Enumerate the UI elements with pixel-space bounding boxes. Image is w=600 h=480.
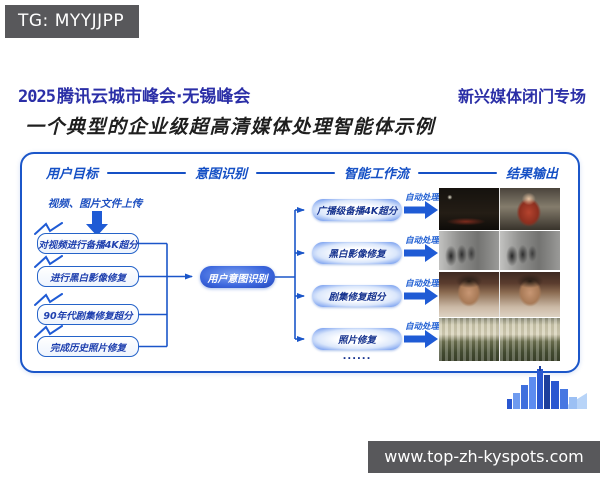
goal-box-drama-restore: 90年代剧集修复超分 <box>34 293 139 325</box>
result-image-bw-street <box>439 231 560 270</box>
goal-label: 90年代剧集修复超分 <box>43 310 133 322</box>
workflow-broadcast-4k: 广播级备播4K超分 <box>312 199 402 221</box>
zigzag-mark-icon <box>34 255 63 268</box>
event-year: 2025 <box>18 87 56 107</box>
auto-process-label: 自动处理 <box>404 236 439 246</box>
event-name: 腾讯云城市峰会·无锡峰会 <box>56 87 251 107</box>
result-image-old-photo <box>439 318 560 361</box>
agent-flow-diagram: 用户目标 意图识别 智能工作流 结果输出 <box>20 152 580 373</box>
header-connector-line <box>418 171 497 174</box>
film-frame-after <box>500 188 560 230</box>
zigzag-mark-icon <box>34 293 63 306</box>
photo-before <box>439 318 499 361</box>
goal-box-4k-upscale: 对视频进行备播4K超分 <box>34 222 139 254</box>
right-block-arrow-icons <box>404 201 438 348</box>
column-result-output: 结果输出 <box>506 167 559 182</box>
column-intent-recognition: 意图识别 <box>195 167 248 182</box>
drama-frame-before <box>439 272 499 317</box>
column-smart-workflow: 智能工作流 <box>344 167 410 182</box>
website-watermark-bar: www.top-zh-kyspots.com <box>368 441 600 473</box>
zigzag-mark-icon <box>34 222 63 235</box>
down-block-arrow-icon <box>86 211 108 236</box>
workflow-photo-restore: 照片修复 <box>312 328 402 350</box>
goal-label: 完成历史照片修复 <box>49 342 126 354</box>
result-image-film-scene-4k <box>439 188 560 230</box>
header-connector-line <box>256 171 335 174</box>
intent-recognition-node: 用户意图识别 <box>200 266 275 288</box>
goal-label: 对视频进行备播4K超分 <box>38 239 138 251</box>
goal-box-bw-restore: 进行黑白影像修复 <box>34 255 139 287</box>
upload-label: 视频、图片文件上传 <box>47 198 143 210</box>
event-session: 新兴媒体闭门专场 <box>457 87 586 106</box>
photo-after <box>500 318 560 361</box>
bw-frame-before <box>439 231 499 270</box>
city-skyline-logo-icon <box>507 366 587 409</box>
auto-process-label: 自动处理 <box>404 322 439 332</box>
telegram-watermark-badge: TG: MYYJJPP <box>5 5 139 38</box>
connector-wires <box>86 201 438 348</box>
film-frame-before <box>439 188 499 230</box>
zigzag-mark-icon <box>34 325 63 338</box>
column-user-goals: 用户目标 <box>46 167 99 182</box>
auto-process-label: 自动处理 <box>404 279 439 289</box>
header-connector-line <box>107 171 186 174</box>
column-headers: 用户目标 意图识别 智能工作流 结果输出 <box>46 163 558 182</box>
workflow-bw-restore: 黑白影像修复 <box>312 242 402 264</box>
auto-process-label: 自动处理 <box>404 193 439 203</box>
goal-box-photo-restore: 完成历史照片修复 <box>34 325 139 357</box>
slide-title: 一个典型的企业级超高清媒体处理智能体示例 <box>25 116 436 138</box>
goal-label: 进行黑白影像修复 <box>49 272 126 284</box>
bw-frame-after <box>500 231 560 270</box>
more-workflows-ellipsis: ...... <box>342 351 372 362</box>
drama-frame-after <box>500 272 560 317</box>
result-image-drama-face <box>439 272 560 317</box>
workflow-drama-upscale: 剧集修复超分 <box>312 285 402 307</box>
